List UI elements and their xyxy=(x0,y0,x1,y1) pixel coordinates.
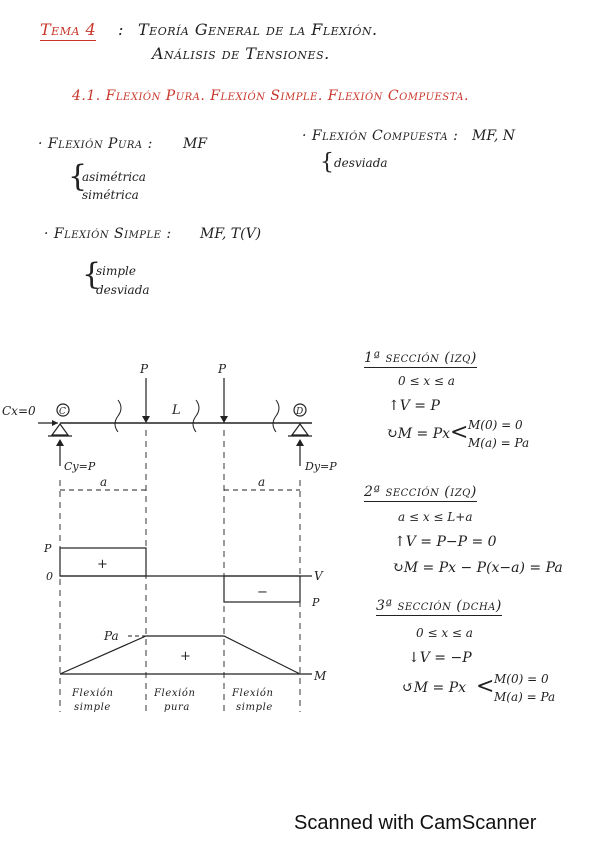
flexion-pura-label: · Flexión Pura : xyxy=(38,136,153,152)
simple-item-2: desviada xyxy=(96,283,150,297)
section-2-title: 2ª sección (izq) xyxy=(364,484,477,502)
section-3-moment: ↺M = Px xyxy=(402,680,467,696)
support-c-circle xyxy=(56,403,70,417)
section-2-shear: ↑V = P−P = 0 xyxy=(394,534,497,550)
zone-1-line2: simple xyxy=(74,702,111,713)
shear-zero-label: 0 xyxy=(46,570,53,583)
dim-left-label: a xyxy=(100,475,107,489)
brace-pura: { xyxy=(68,159,88,194)
brace-simple: { xyxy=(82,257,102,292)
moment-peak-label: Pa xyxy=(103,629,119,643)
tema-colon: : xyxy=(118,20,124,39)
section-heading: 4.1. Flexión Pura. Flexión Simple. Flexi… xyxy=(72,88,469,104)
tema-label: Tema 4 xyxy=(40,20,97,41)
flexion-compuesta-label: · Flexión Compuesta : xyxy=(302,128,459,144)
cx-label: Cx=0 xyxy=(2,404,36,418)
zone-2-line2: pura xyxy=(164,702,190,713)
support-c-triangle xyxy=(50,422,70,436)
section-3-shear: ↓V = −P xyxy=(408,650,472,666)
flexion-simple-label: · Flexión Simple : xyxy=(44,226,172,242)
flexion-simple-value: MF, T(V) xyxy=(200,226,262,242)
section-1-case-bracket: < xyxy=(450,420,469,445)
dy-arrow-head xyxy=(296,439,304,446)
moment-plus: + xyxy=(180,649,191,664)
load-left-head xyxy=(142,416,150,423)
section-3-case-2: M(a) = Pa xyxy=(494,690,556,704)
load-left-label: P xyxy=(139,362,149,376)
support-d-circle xyxy=(293,403,307,417)
section-2-moment: ↻M = Px − P(x−a) = Pa xyxy=(392,560,563,576)
cy-label: Cy=P xyxy=(64,460,96,473)
title-line-1: Teoría General de la Flexión. xyxy=(138,20,378,39)
cx-arrow-head xyxy=(52,420,58,426)
moment-curve xyxy=(59,635,301,675)
section-3-range: 0 ≤ x ≤ a xyxy=(416,626,473,640)
section-3-title: 3ª sección (dcha) xyxy=(376,598,502,616)
zone-2-line1: Flexión xyxy=(153,688,196,699)
zone-3-line1: Flexión xyxy=(231,688,274,699)
section-1-case-2: M(a) = Pa xyxy=(468,436,530,450)
break-mark-3 xyxy=(272,399,280,433)
dim-right-label: a xyxy=(258,475,265,489)
beam-diagram: Cx=0 C D P P L Cy=P Dy=P a a xyxy=(2,362,337,713)
support-c-name: C xyxy=(59,407,66,417)
span-label: L xyxy=(171,403,181,418)
zone-1-line1: Flexión xyxy=(71,688,114,699)
section-1-shear: ↑V = P xyxy=(388,398,440,414)
section-3-case-bracket: < xyxy=(476,674,495,699)
section-1-case-1: M(0) = 0 xyxy=(468,418,523,432)
break-mark-1 xyxy=(114,399,122,433)
break-mark-2 xyxy=(192,399,200,433)
shear-negative-block xyxy=(223,575,301,603)
shear-plus: + xyxy=(97,557,108,572)
section-3-case-1: M(0) = 0 xyxy=(494,672,549,686)
flexion-pura-value: MF xyxy=(183,136,208,152)
cy-arrow-head xyxy=(56,439,64,446)
load-right-label: P xyxy=(217,362,227,376)
shear-bottom-label: P xyxy=(311,596,320,609)
pura-item-2: simétrica xyxy=(82,188,139,202)
support-d-triangle xyxy=(290,422,310,436)
section-1-moment: ↻M = Px xyxy=(386,426,451,442)
dy-label: Dy=P xyxy=(304,460,337,473)
shear-axis-label: V xyxy=(314,569,324,583)
support-d-name: D xyxy=(295,407,303,417)
shear-positive-block xyxy=(59,547,147,577)
simple-item-1: simple xyxy=(96,264,136,278)
compuesta-item-1: desviada xyxy=(334,156,388,170)
load-right-head xyxy=(220,416,228,423)
camscanner-footer: Scanned with CamScanner xyxy=(294,812,537,834)
brace-compuesta: { xyxy=(320,150,334,175)
zone-3-line2: simple xyxy=(236,702,273,713)
flexion-compuesta-value: MF, N xyxy=(472,128,516,144)
section-1-range: 0 ≤ x ≤ a xyxy=(398,374,455,388)
section-1-title: 1ª sección (izq) xyxy=(364,350,477,368)
section-2-range: a ≤ x ≤ L+a xyxy=(398,510,473,524)
shear-minus: − xyxy=(257,585,268,600)
pura-item-1: asimétrica xyxy=(82,170,146,184)
moment-axis-label: M xyxy=(313,669,327,683)
title-line-2: Análisis de Tensiones. xyxy=(152,44,330,63)
shear-top-label: P xyxy=(43,542,52,555)
